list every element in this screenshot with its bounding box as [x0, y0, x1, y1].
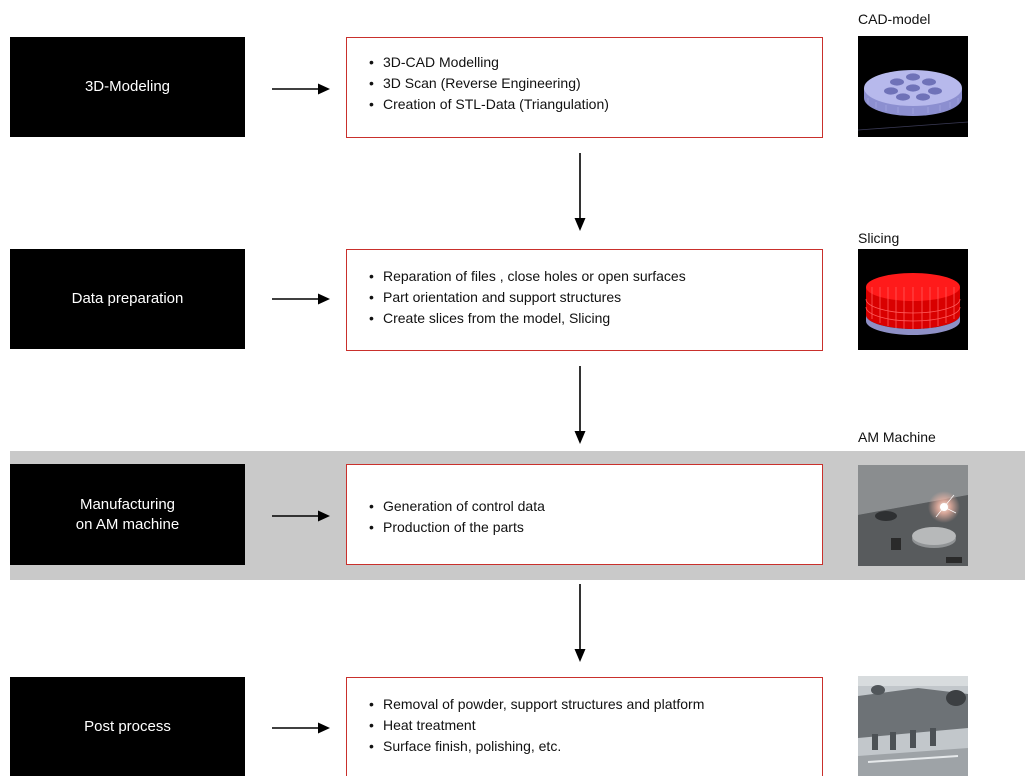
- down-arrow-icon: [574, 584, 586, 662]
- post-process-image: [858, 676, 968, 776]
- stage-box-3d-modeling: 3D-Modeling: [10, 37, 245, 137]
- details-box-3d-modeling: 3D-CAD Modelling 3D Scan (Reverse Engine…: [346, 37, 823, 138]
- stage-label: Manufacturing on AM machine: [75, 495, 180, 533]
- am-machine-image: [858, 465, 968, 566]
- details-box-manufacturing: Generation of control data Production of…: [346, 464, 823, 565]
- stage-box-data-preparation: Data preparation: [10, 249, 245, 349]
- details-box-post-process: Removal of powder, support structures an…: [346, 677, 823, 776]
- image-caption: CAD-model: [858, 11, 931, 27]
- right-arrow-icon: [272, 510, 330, 522]
- detail-item: Create slices from the model, Slicing: [347, 308, 822, 329]
- stage-box-manufacturing: Manufacturing on AM machine: [10, 464, 245, 565]
- detail-item: Heat treatment: [347, 715, 822, 736]
- detail-item: Generation of control data: [347, 496, 822, 517]
- right-arrow-icon: [272, 83, 330, 95]
- detail-item: Creation of STL-Data (Triangulation): [347, 94, 822, 115]
- stage-box-post-process: Post process: [10, 677, 245, 776]
- right-arrow-icon: [272, 293, 330, 305]
- details-box-data-preparation: Reparation of files , close holes or ope…: [346, 249, 823, 351]
- detail-item: Removal of powder, support structures an…: [347, 694, 822, 715]
- detail-item: 3D-CAD Modelling: [347, 52, 822, 73]
- image-caption: AM Machine: [858, 429, 936, 445]
- detail-item: Reparation of files , close holes or ope…: [347, 266, 822, 287]
- detail-item: Part orientation and support structures: [347, 287, 822, 308]
- down-arrow-icon: [574, 366, 586, 444]
- stage-label: 3D-Modeling: [84, 78, 171, 95]
- stage-label: Data preparation: [71, 290, 184, 307]
- cad-model-image: [858, 36, 968, 137]
- slicing-image: [858, 249, 968, 350]
- detail-item: Surface finish, polishing, etc.: [347, 736, 822, 757]
- detail-item: Production of the parts: [347, 517, 822, 538]
- right-arrow-icon: [272, 722, 330, 734]
- down-arrow-icon: [574, 153, 586, 231]
- stage-label: Post process: [84, 717, 171, 735]
- detail-item: 3D Scan (Reverse Engineering): [347, 73, 822, 94]
- image-caption: Slicing: [858, 230, 900, 246]
